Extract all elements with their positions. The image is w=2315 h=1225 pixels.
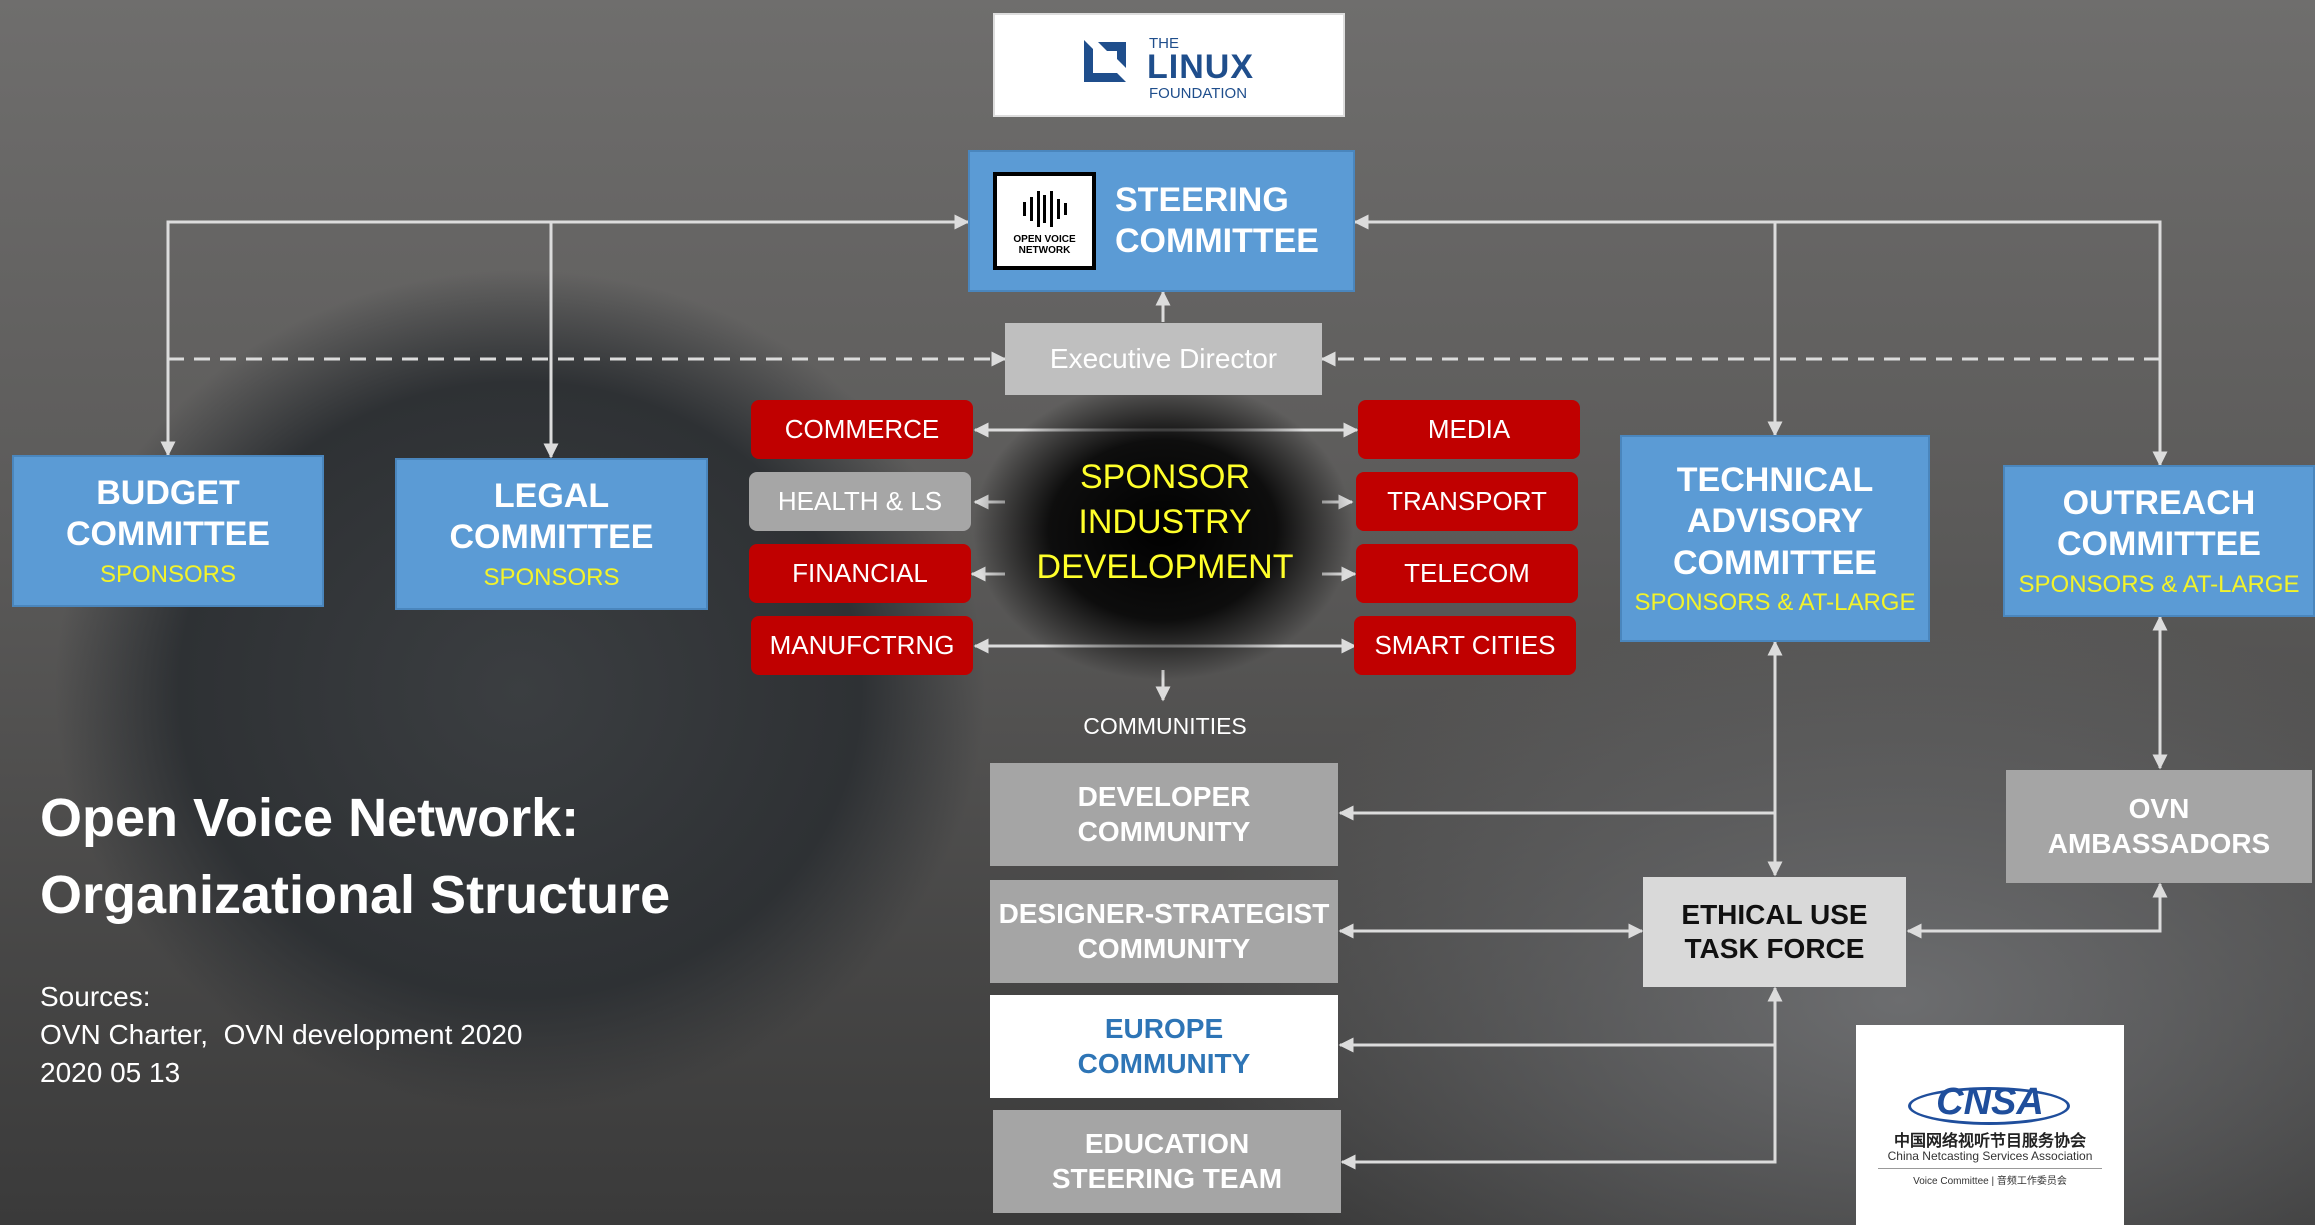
technical-line3: COMMITTEE <box>1673 543 1877 582</box>
ethical-use-task-force: ETHICAL USE TASK FORCE <box>1643 877 1906 987</box>
linux-foundation-mark-inner-icon <box>1098 42 1126 68</box>
developer-community: DEVELOPER COMMUNITY <box>990 763 1338 866</box>
cnsa-cn-name: 中国网络视听节目服务协会 <box>1893 1133 2086 1150</box>
page-title: Open Voice Network: Organizational Struc… <box>40 780 670 933</box>
outreach-sub: SPONSORS & AT-LARGE <box>2018 570 2300 598</box>
legal-line1: LEGAL <box>493 476 610 515</box>
lf-the: THE <box>1149 35 1179 52</box>
budget-line2: COMMITTEE <box>66 515 270 554</box>
outreach-line1: OUTREACH <box>2062 483 2256 522</box>
technical-line2: ADVISORY <box>1686 502 1864 541</box>
sources-line1: OVN Charter, OVN development 2020 <box>40 1018 523 1050</box>
cnsa-logo: CNSA 中国网络视听节目服务协会 China Netcasting Servi… <box>1856 1025 2124 1225</box>
line-ethical-education <box>1340 986 1783 1170</box>
industry-smart-cities: SMART CITIES <box>1354 616 1576 675</box>
page-title-line1: Open Voice Network: <box>40 788 580 848</box>
budget-sub: SPONSORS <box>99 560 237 588</box>
linux-foundation-mark-icon <box>1084 40 1126 82</box>
line-steering-outreach <box>1353 214 2168 467</box>
cnsa-divider <box>1878 1168 2102 1169</box>
education-steering-team: EDUCATION STEERING TEAM <box>993 1110 1341 1213</box>
sponsor-line1: SPONSOR <box>1079 458 1251 496</box>
industry-financial: FINANCIAL <box>749 544 971 603</box>
industry-telecom: TELECOM <box>1356 544 1578 603</box>
steering-line1: STEERING <box>1115 180 1289 219</box>
outreach-line2: COMMITTEE <box>2057 525 2261 564</box>
designer-strategist-community: DESIGNER-STRATEGIST COMMUNITY <box>990 880 1338 983</box>
sponsor-line3: DEVELOPMENT <box>1036 547 1294 586</box>
legal-sub: SPONSORS <box>483 563 620 591</box>
sources-label: Sources: <box>40 981 151 1012</box>
steering-line2: COMMITTEE <box>1115 222 1319 260</box>
ovn-logo-line2: NETWORK <box>1018 245 1071 256</box>
industry-media: MEDIA <box>1358 400 1580 459</box>
technical-advisory-committee: TECHNICAL ADVISORY COMMITTEE SPONSORS & … <box>1620 435 1930 642</box>
industry-manufacturing: MANUFCTRNG <box>751 616 973 675</box>
line-ambassadors-ethical <box>1906 882 2168 939</box>
soundwave-icon <box>1023 190 1067 228</box>
line-steering-budget <box>160 214 970 457</box>
ovn-logo-line1: OPEN VOICE <box>1013 234 1076 245</box>
communities-label: COMMUNITIES <box>1083 713 1247 739</box>
industry-health: HEALTH & LS <box>749 472 971 531</box>
sponsor-industry-development: SPONSOR INDUSTRY DEVELOPMENT <box>1010 455 1320 590</box>
cnsa-en-name: China Netcasting Services Association <box>1887 1149 2093 1163</box>
ovn-ambassadors: OVN AMBASSADORS <box>2006 770 2312 883</box>
page-title-line2: Organizational Structure <box>40 864 671 925</box>
europe-community: EUROPE COMMUNITY <box>990 995 1338 1098</box>
cnsa-committee: Voice Committee | 音频工作委员会 <box>1913 1176 2067 1187</box>
cnsa-ellipse-icon <box>1908 1087 2070 1125</box>
industry-commerce: COMMERCE <box>751 400 973 459</box>
sources-line2: 2020 05 13 <box>40 1056 181 1088</box>
sources: Sources: OVN Charter, OVN development 20… <box>40 978 522 1091</box>
technical-line1: TECHNICAL <box>1676 460 1874 499</box>
lf-linux: LINUX <box>1147 48 1254 86</box>
lf-foundation: FOUNDATION <box>1149 85 1248 102</box>
executive-director: Executive Director <box>1005 323 1322 395</box>
ovn-logo: OPEN VOICE NETWORK <box>993 172 1096 270</box>
legal-committee: LEGAL COMMITTEE SPONSORS <box>395 458 708 610</box>
sponsor-line2: INDUSTRY <box>1078 502 1252 541</box>
executive-director-label: Executive Director <box>1049 342 1278 374</box>
industry-transport: TRANSPORT <box>1356 472 1578 531</box>
linux-foundation-logo: THE LINUX FOUNDATION <box>993 13 1345 117</box>
technical-sub: SPONSORS & AT-LARGE <box>1634 589 1916 617</box>
cnsa-name: CNSA <box>1936 1081 2044 1123</box>
budget-committee: BUDGET COMMITTEE SPONSORS <box>12 455 324 607</box>
budget-line1: BUDGET <box>96 473 240 512</box>
legal-line2: COMMITTEE <box>449 518 654 557</box>
center-glow <box>973 380 1353 680</box>
outreach-committee: OUTREACH COMMITTEE SPONSORS & AT-LARGE <box>2003 465 2315 617</box>
